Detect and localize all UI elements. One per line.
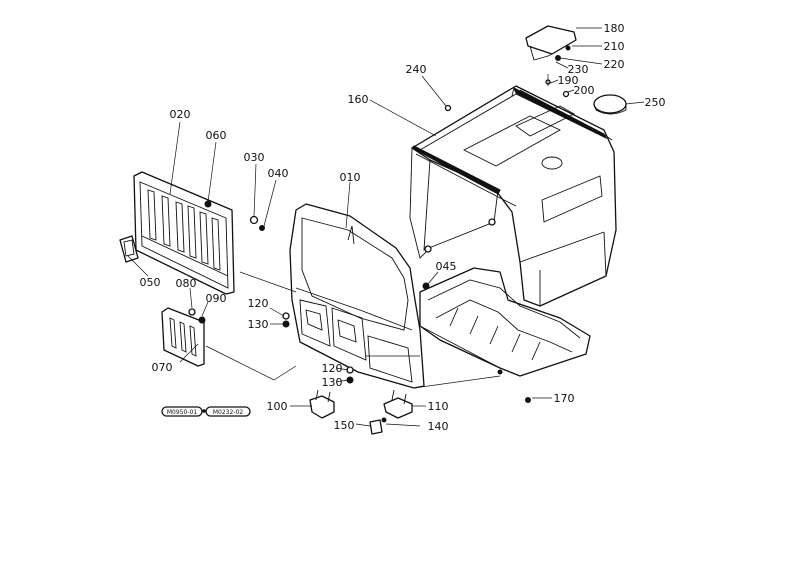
label-210: 210: [604, 40, 625, 53]
reference-tags: M0950-01 M0232-02: [161, 406, 251, 417]
reference-tag-right-text: M0232-02: [213, 409, 243, 416]
label-020: 020: [170, 108, 191, 121]
bracket-110-part: [383, 389, 413, 419]
fasteners: [188, 45, 571, 403]
label-070: 070: [152, 361, 173, 374]
label-140: 140: [428, 420, 449, 433]
label-180: 180: [604, 22, 625, 35]
bracket-050-part: [119, 235, 139, 263]
label-030: 030: [244, 151, 265, 164]
label-080: 080: [176, 277, 197, 290]
bonnet-part: [409, 85, 617, 307]
label-240: 240: [406, 63, 427, 76]
lower-grille-part: [161, 307, 205, 367]
leader-lines: [127, 27, 645, 427]
reference-tag-left: [161, 406, 203, 417]
label-050: 050: [140, 276, 161, 289]
front-grille-frame-part: [289, 203, 425, 389]
label-110: 110: [428, 400, 449, 413]
label-040: 040: [268, 167, 289, 180]
cap-250-part: [593, 94, 627, 115]
reference-tag-left-text: M0950-01: [167, 409, 197, 416]
support-frame-part: [419, 267, 591, 377]
bolt-150-part: [369, 417, 387, 435]
plate-180-part: [525, 25, 577, 61]
bracket-100-part: [309, 389, 335, 419]
label-230: 230: [568, 63, 589, 76]
label-130-lower: 130: [322, 376, 343, 389]
reference-tag-right: [205, 406, 251, 417]
label-190: 190: [558, 74, 579, 87]
part-number-labels: 020 060 030 040 010 045 050 080 090 120 …: [140, 22, 666, 433]
label-045: 045: [436, 260, 457, 273]
label-150: 150: [334, 419, 355, 432]
label-010: 010: [340, 171, 361, 184]
label-160: 160: [348, 93, 369, 106]
label-060: 060: [206, 129, 227, 142]
label-170: 170: [554, 392, 575, 405]
label-090: 090: [206, 292, 227, 305]
label-120-upper: 120: [248, 297, 269, 310]
label-220: 220: [604, 58, 625, 71]
label-100: 100: [267, 400, 288, 413]
label-250: 250: [645, 96, 666, 109]
label-130-upper: 130: [248, 318, 269, 331]
label-120-lower: 120: [322, 362, 343, 375]
label-200: 200: [574, 84, 595, 97]
